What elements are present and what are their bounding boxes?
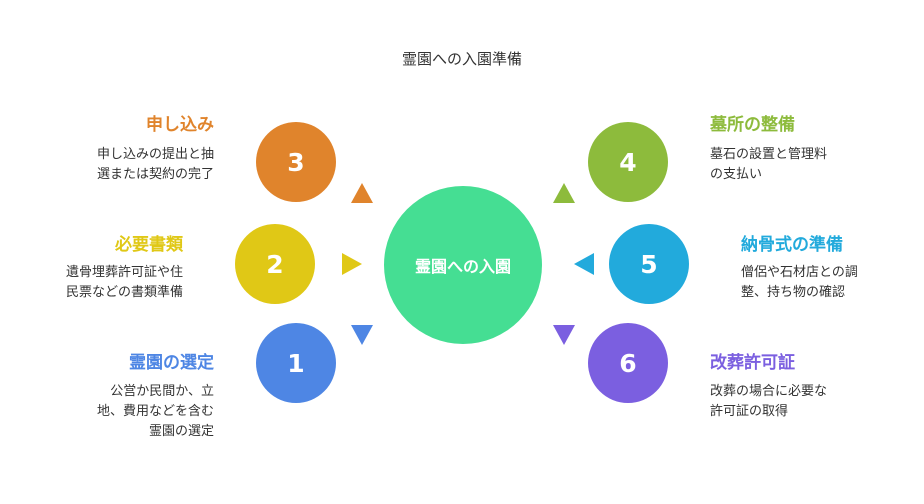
step-3-number: 3: [287, 147, 305, 177]
step-3-circle: 3: [256, 122, 336, 202]
step-5-number: 5: [640, 249, 658, 279]
step-1-arrow: [351, 325, 373, 345]
step-1-circle: 1: [256, 323, 336, 403]
diagram-title: 霊園への入園準備: [401, 50, 522, 68]
step-3-description: 申し込みの提出と抽 選または契約の完了: [96, 147, 214, 182]
step-4-number: 4: [619, 147, 637, 177]
step-4-arrow: [553, 183, 575, 203]
step-5-title: 納骨式の準備: [741, 235, 843, 255]
step-5-description: 僧侶や石材店との調 整、持ち物の確認: [741, 265, 858, 300]
step-6-number: 6: [619, 348, 637, 378]
center-circle: 霊園への入園: [384, 186, 542, 344]
step-2-description: 遺骨埋葬許可証や住 民票などの書類準備: [65, 265, 183, 300]
step-1-title: 霊園の選定: [129, 353, 214, 373]
step-6-description: 改葬の場合に必要な 許可証の取得: [710, 384, 828, 419]
step-4-circle: 4: [588, 122, 668, 202]
step-4-description: 墓石の設置と管理料 の支払い: [710, 147, 828, 182]
step-2-title: 必要書類: [115, 235, 183, 255]
step-6-arrow: [553, 325, 575, 345]
step-2-arrow: [342, 253, 362, 275]
step-5-circle: 5: [609, 224, 689, 304]
step-1-description: 公営か民間か、立 地、費用などを含む 霊園の選定: [96, 384, 214, 439]
step-5-arrow: [574, 253, 594, 275]
step-1-number: 1: [287, 348, 305, 378]
step-3-title: 申し込み: [146, 115, 214, 135]
step-6-title: 改葬許可証: [710, 353, 795, 373]
step-2-number: 2: [266, 249, 284, 279]
step-2-circle: 2: [235, 224, 315, 304]
step-4-title: 墓所の整備: [710, 115, 795, 135]
step-6-circle: 6: [588, 323, 668, 403]
center-label: 霊園への入園: [414, 257, 511, 276]
step-3-arrow: [351, 183, 373, 203]
